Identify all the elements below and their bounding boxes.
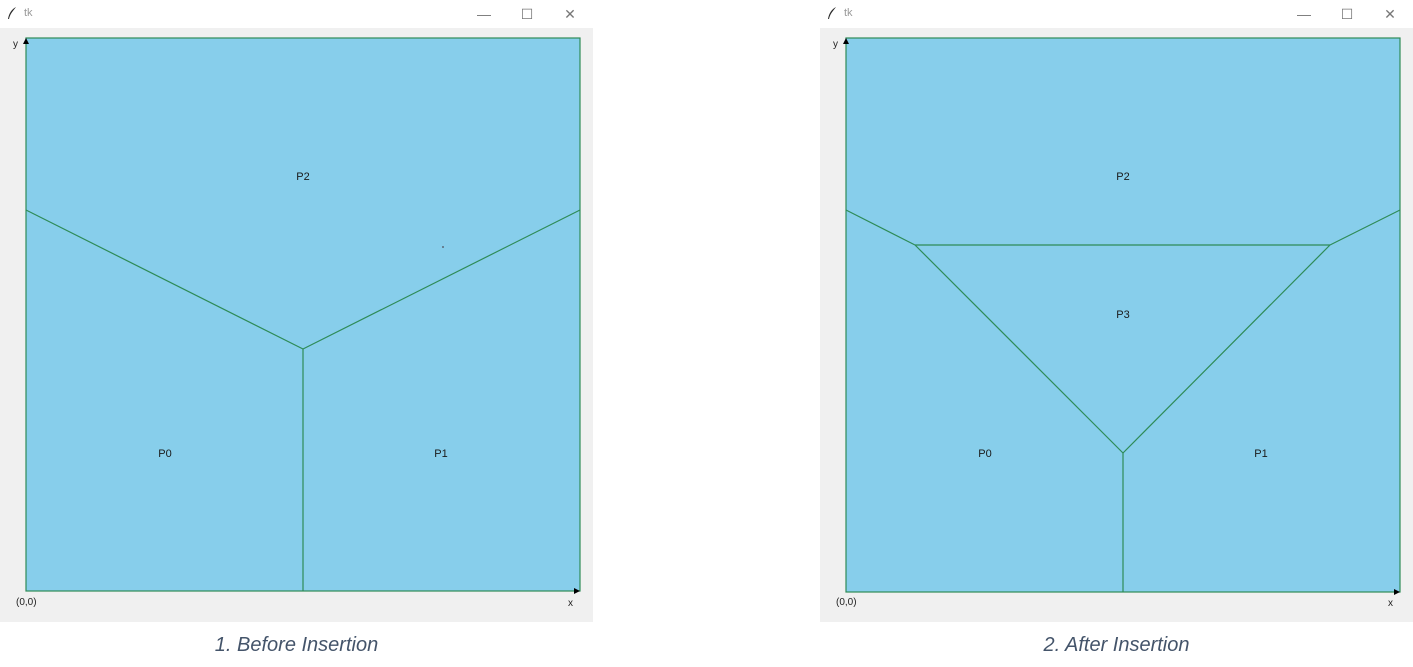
title-bar[interactable]: tk — ☐ ✕	[820, 0, 1413, 28]
y-axis-arrow-icon	[843, 38, 849, 44]
close-icon: ✕	[564, 5, 576, 22]
tk-window-before: tk — ☐ ✕ P2 P0 P1 y x	[0, 0, 593, 622]
caption-before: 1. Before Insertion	[214, 634, 379, 656]
caption-after: 2. After Insertion	[1043, 634, 1190, 656]
minimize-icon: —	[477, 6, 491, 22]
region-label-p2: P2	[296, 171, 309, 183]
minimize-button[interactable]: —	[1284, 0, 1324, 28]
tk-window-after: tk — ☐ ✕ P2 P3 P0 P1	[820, 0, 1413, 622]
region-label-p3: P3	[1116, 309, 1129, 321]
maximize-icon: ☐	[1340, 5, 1354, 22]
region-label-p2: P2	[1116, 171, 1129, 183]
maximize-icon: ☐	[520, 5, 534, 22]
origin-label: (0,0)	[16, 597, 37, 608]
voronoi-canvas[interactable]: P2 P3 P0 P1 y x (0,0)	[820, 28, 1413, 622]
x-axis-label: x	[1388, 598, 1393, 609]
y-axis-label: y	[13, 39, 18, 50]
region-label-p0: P0	[158, 448, 171, 460]
close-icon: ✕	[1384, 5, 1396, 22]
maximize-button[interactable]: ☐	[1327, 0, 1367, 28]
region-label-p0: P0	[978, 448, 991, 460]
window-title: tk	[24, 7, 33, 19]
feather-icon	[8, 7, 16, 19]
close-button[interactable]: ✕	[550, 0, 590, 28]
point-marker	[442, 246, 444, 248]
edge-outer-right	[1329, 209, 1401, 246]
close-button[interactable]: ✕	[1370, 0, 1410, 28]
edge-triangle-right	[1122, 244, 1331, 454]
x-axis-arrow-icon	[574, 588, 580, 594]
origin-label: (0,0)	[836, 597, 857, 608]
edge-right	[302, 209, 581, 350]
edge-outer-left	[845, 209, 916, 246]
minimize-button[interactable]: —	[464, 0, 504, 28]
x-axis-label: x	[568, 598, 573, 609]
minimize-icon: —	[1297, 6, 1311, 22]
x-axis-arrow-icon	[1394, 589, 1400, 595]
window-title: tk	[844, 7, 853, 19]
title-bar[interactable]: tk — ☐ ✕	[0, 0, 593, 28]
voronoi-canvas[interactable]: P2 P0 P1 y x (0,0)	[0, 28, 593, 622]
edge-triangle-left	[914, 244, 1124, 454]
feather-icon	[828, 7, 836, 19]
y-axis-label: y	[833, 39, 838, 50]
region-label-p1: P1	[434, 448, 447, 460]
y-axis-arrow-icon	[23, 38, 29, 44]
maximize-button[interactable]: ☐	[507, 0, 547, 28]
edge-left	[25, 209, 304, 350]
region-label-p1: P1	[1254, 448, 1267, 460]
